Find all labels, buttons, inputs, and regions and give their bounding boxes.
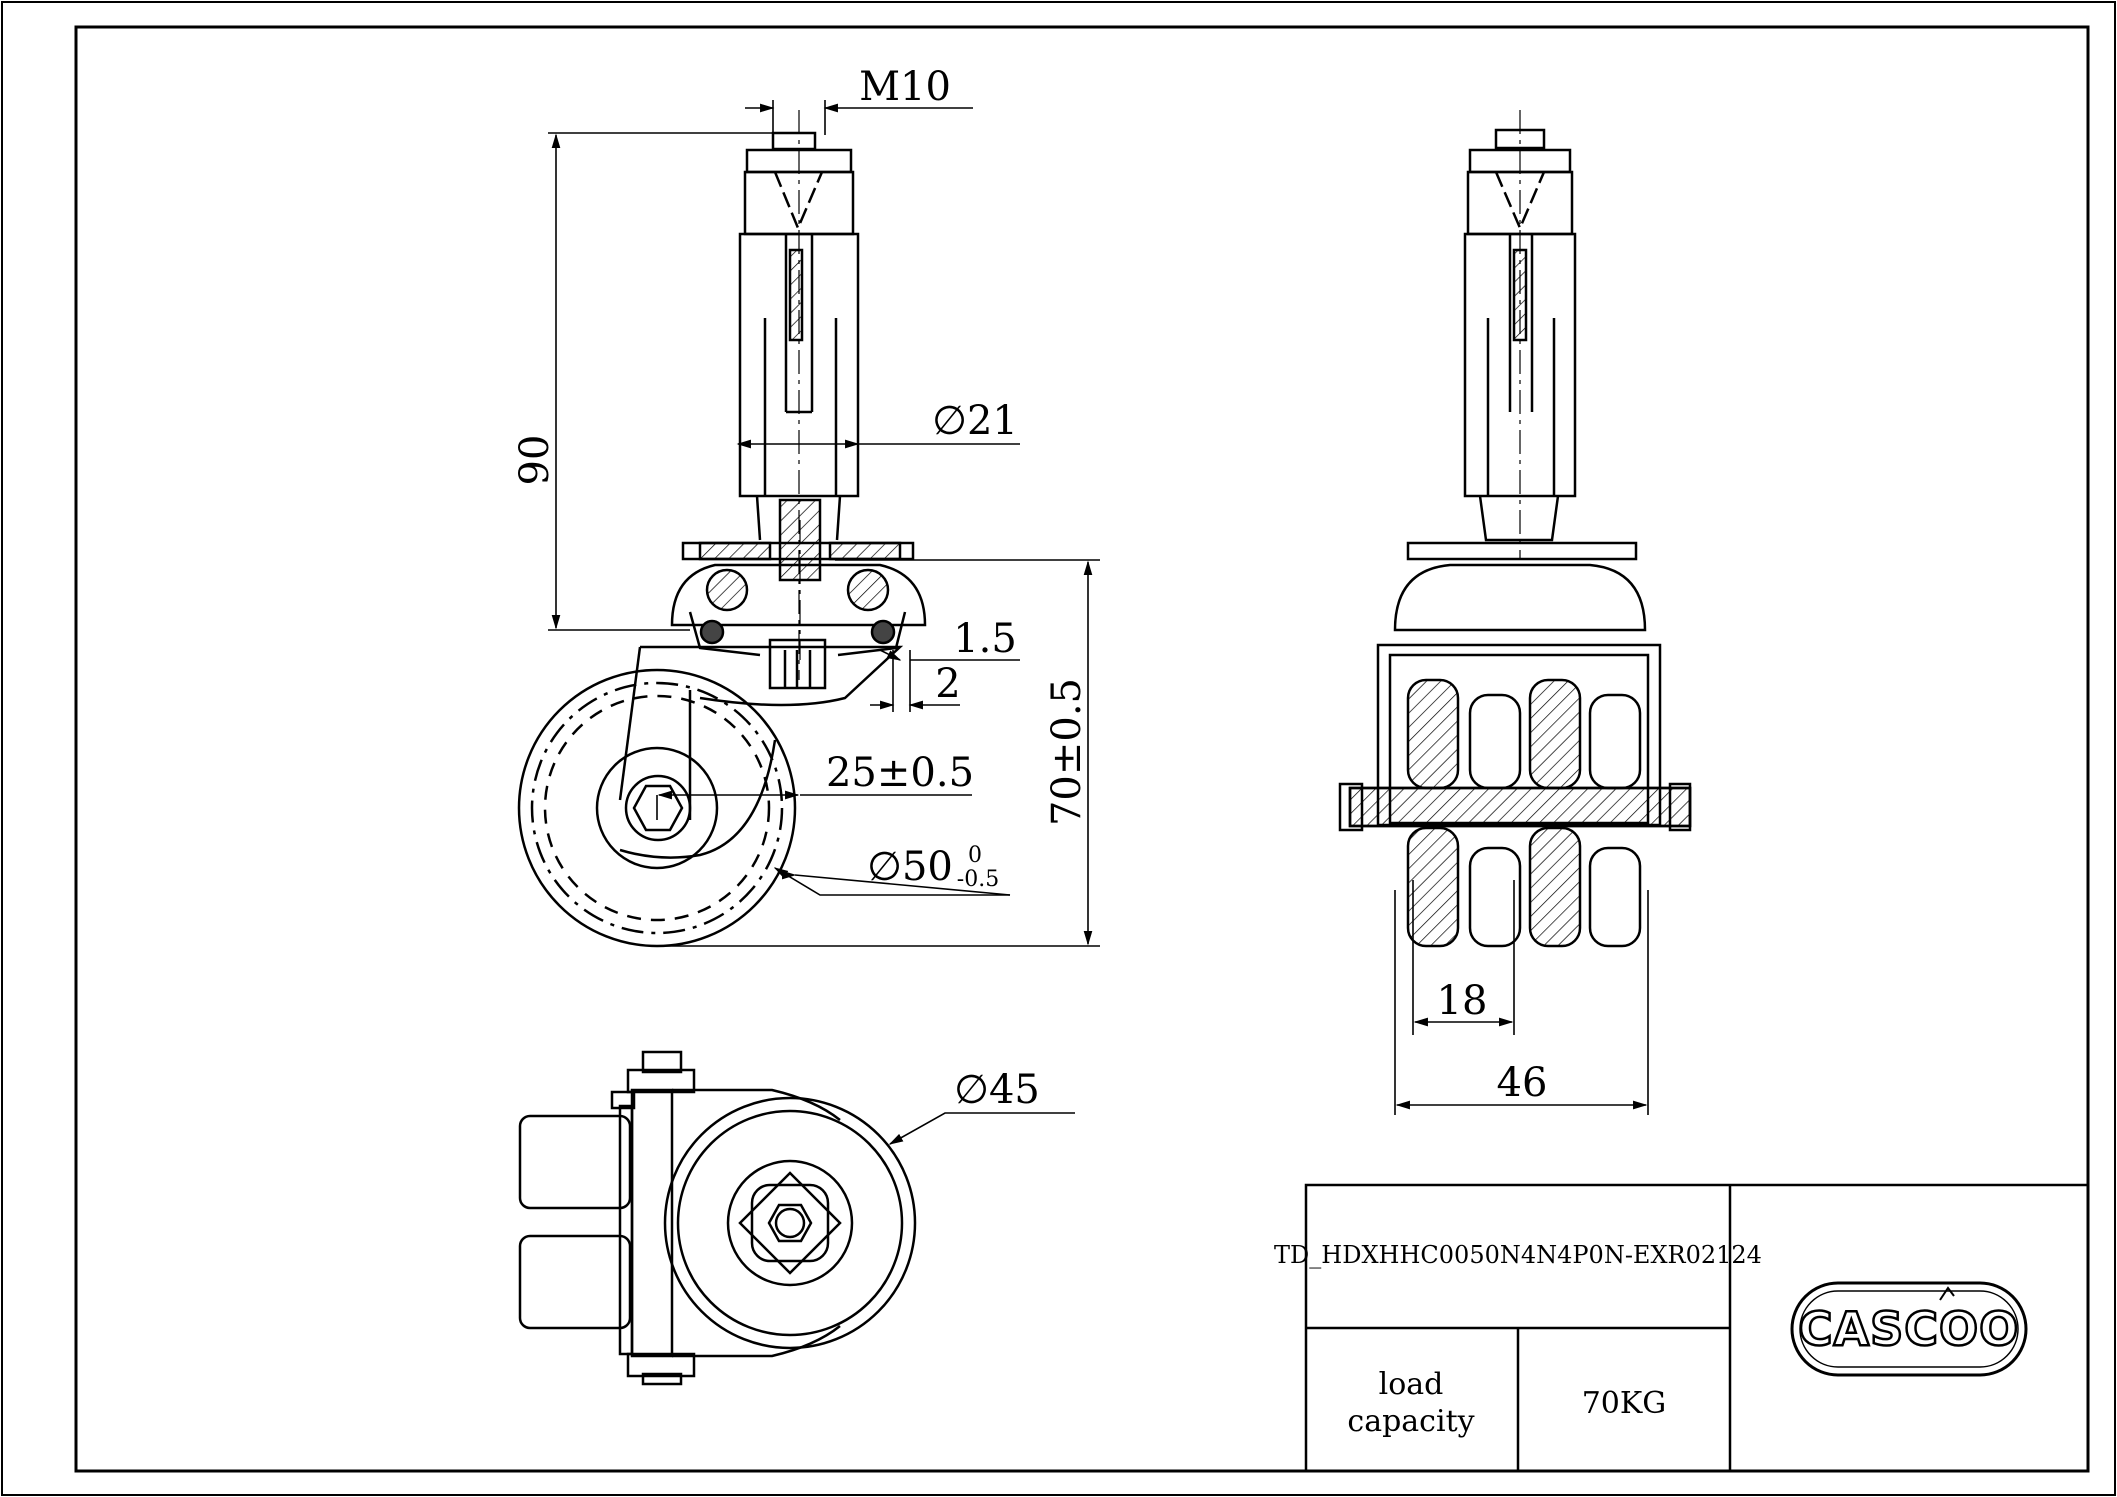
load-label-line1: load xyxy=(1379,1367,1444,1402)
thread-dimension: M10 xyxy=(859,64,951,110)
wheel-diameter-tol-upper: 0 xyxy=(968,843,982,868)
top-dimensions xyxy=(888,1112,1075,1145)
gap1-dimension: 1.5 xyxy=(953,616,1017,662)
title-block xyxy=(1304,1183,2090,1473)
load-value: 70KG xyxy=(1582,1386,1667,1421)
wheel-diameter-dimension: ∅50 xyxy=(867,844,953,890)
height-dimension: 90 xyxy=(512,435,558,486)
inner-frame xyxy=(74,25,2090,1473)
overall-width-dimension: 46 xyxy=(1497,1060,1548,1106)
gap2-dimension: 2 xyxy=(935,661,960,707)
front-dimension-texts: M10 90 ∅21 1.5 2 25±0.5 ∅50 0 -0.5 70±0.… xyxy=(512,64,1090,892)
front-centerlines xyxy=(798,110,801,680)
logo-wordmark: CASCOO xyxy=(1799,1302,2019,1356)
swivel-diameter-dimension: ∅45 xyxy=(954,1067,1040,1113)
load-label-line2: capacity xyxy=(1347,1404,1474,1439)
top-view xyxy=(518,1050,917,1386)
wheel-height-dimension: 70±0.5 xyxy=(1044,678,1090,826)
side-dimensions xyxy=(1394,880,1649,1115)
title-block-texts: TD_HDXHHC0050N4N4P0N-EXR02124 load capac… xyxy=(1274,1241,1762,1439)
side-dimension-texts: 18 46 xyxy=(1437,978,1548,1106)
stem-diameter-dimension: ∅21 xyxy=(932,398,1018,444)
offset-dimension: 25±0.5 xyxy=(826,750,974,796)
casco-logo: CASCOO xyxy=(1790,1281,2028,1377)
front-dimensions xyxy=(548,100,1100,947)
wheel-diameter-tol-lower: -0.5 xyxy=(957,867,999,892)
wheel-width-dimension: 18 xyxy=(1437,978,1488,1024)
drawing-number: TD_HDXHHC0050N4N4P0N-EXR02124 xyxy=(1274,1241,1762,1269)
side-view xyxy=(1338,128,1692,948)
front-section-view xyxy=(517,131,927,948)
